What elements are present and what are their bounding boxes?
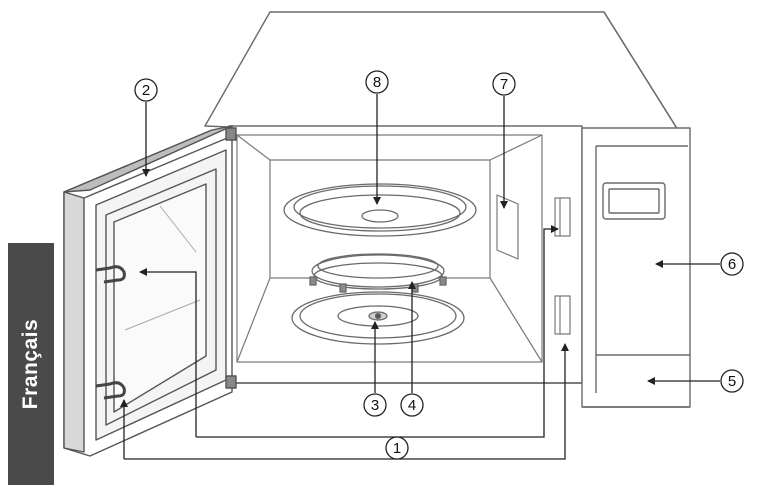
callout-8: 8: [366, 71, 388, 93]
callout-3-number: 3: [371, 397, 379, 414]
callout-3: 3: [364, 394, 386, 416]
callout-4: 4: [401, 394, 423, 416]
callout-6: 6: [721, 253, 743, 275]
callout-1-number: 1: [393, 440, 401, 457]
door: [64, 126, 236, 456]
language-tab-label: Français: [19, 319, 43, 409]
glass-tray-upper: [284, 184, 476, 236]
language-tab: Français: [8, 243, 54, 485]
callout-1: 1: [386, 437, 408, 459]
callout-2: 2: [135, 79, 157, 101]
callout-5-number: 5: [728, 373, 736, 390]
control-panel: [582, 128, 690, 407]
callout-6-number: 6: [728, 256, 736, 273]
callout-7: 7: [493, 73, 515, 95]
callout-5: 5: [721, 370, 743, 392]
callout-8-number: 8: [373, 74, 381, 91]
callout-2-number: 2: [142, 82, 150, 99]
waveguide-cover: [497, 195, 518, 259]
callout-7-number: 7: [500, 76, 508, 93]
callout-4-number: 4: [408, 397, 416, 414]
